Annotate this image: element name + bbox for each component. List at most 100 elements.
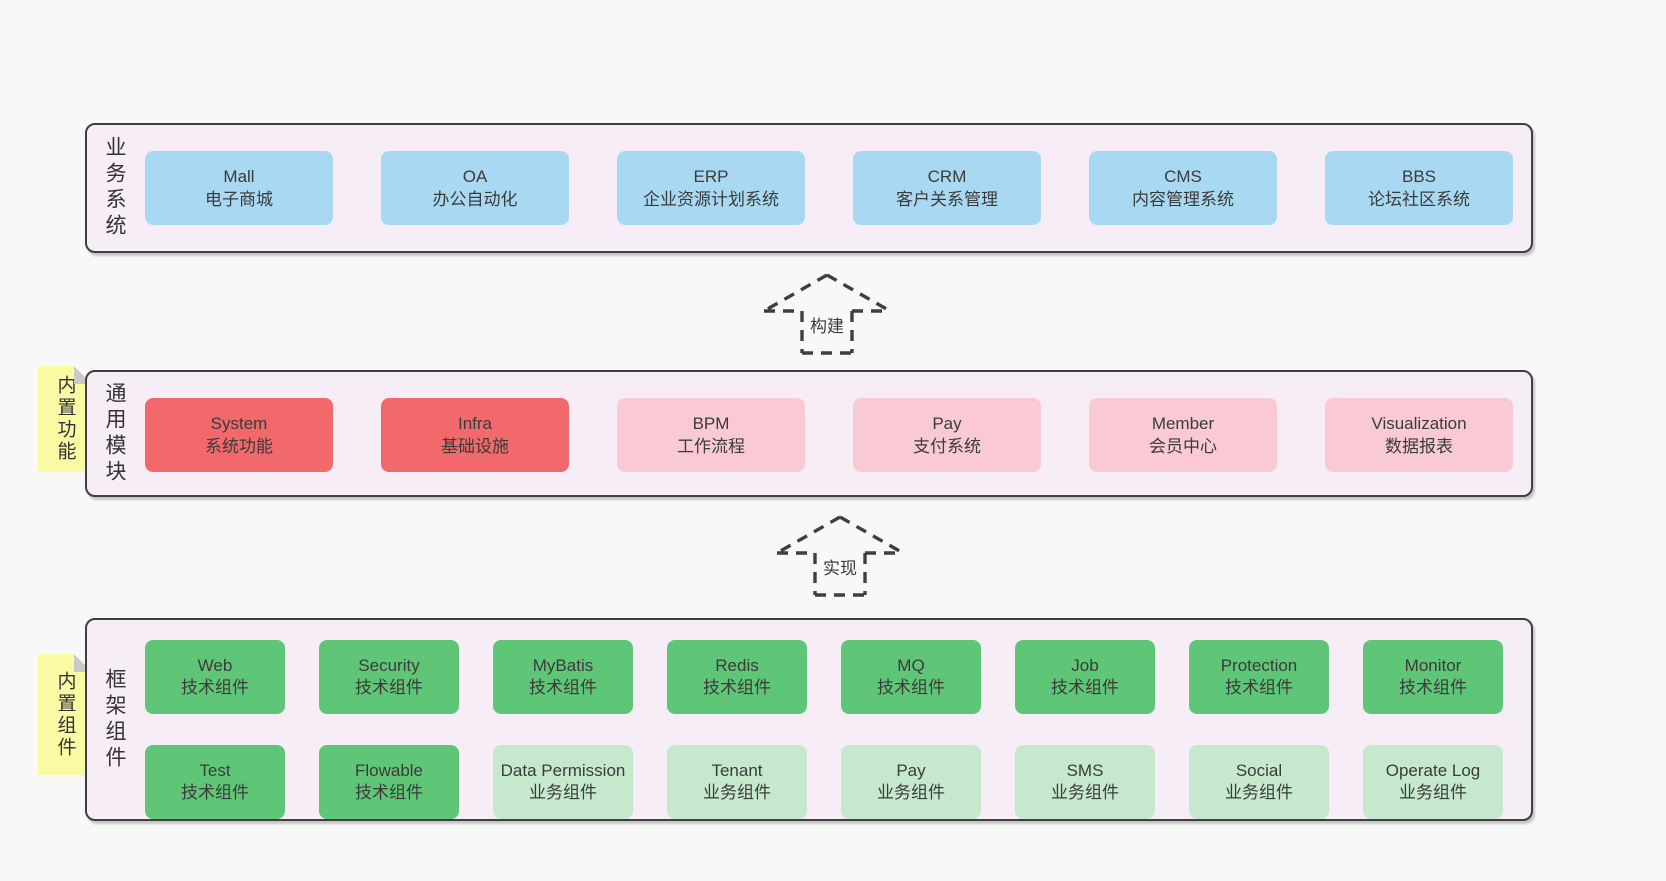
note-label: 内置组件 (54, 670, 76, 759)
box-title: CRM (927, 167, 967, 186)
box-member: Member 会员中心 (1089, 398, 1277, 472)
box-system: System 系统功能 (145, 398, 333, 472)
box-subtitle: 企业资源计划系统 (643, 190, 779, 209)
sticky-note-built-in-features: 内置功能 (38, 366, 92, 472)
box-title: Social (1235, 761, 1283, 780)
box-title: SMS (1066, 761, 1104, 780)
section-common-modules: 通用模块 System 系统功能 Infra 基础设施 BPM 工作流程 Pay 支付系统 Me… (85, 370, 1533, 497)
section-business-systems: 业务系统 Mall 电子商城 OA 办公自动化 ERP 企业资源计划系统 CRM 客户关系管理… (85, 123, 1533, 253)
box-title: Member (1151, 414, 1215, 433)
box-protection: Protection 技术组件 (1189, 640, 1329, 714)
box-oa: OA 办公自动化 (381, 151, 569, 225)
box-cms: CMS 内容管理系统 (1089, 151, 1277, 225)
arrow-label: 实现 (823, 559, 857, 578)
box-subtitle: 系统功能 (205, 437, 273, 456)
box-title: Operate Log (1385, 761, 1481, 780)
box-mybatis: MyBatis 技术组件 (493, 640, 633, 714)
box-subtitle: 支付系统 (913, 437, 981, 456)
box-subtitle: 会员中心 (1149, 437, 1217, 456)
box-subtitle: 技术组件 (355, 678, 423, 697)
box-title: Job (1071, 656, 1099, 675)
box-mq: MQ 技术组件 (841, 640, 981, 714)
box-subtitle: 工作流程 (677, 437, 745, 456)
box-title: Web (197, 656, 233, 675)
box-test: Test 技术组件 (145, 745, 285, 819)
box-subtitle: 业务组件 (1051, 783, 1119, 802)
box-subtitle: 技术组件 (181, 678, 249, 697)
box-subtitle: 技术组件 (1399, 678, 1467, 697)
box-title: Infra (457, 414, 493, 433)
box-operate-log: Operate Log 业务组件 (1363, 745, 1503, 819)
box-subtitle: 技术组件 (1051, 678, 1119, 697)
box-social: Social 业务组件 (1189, 745, 1329, 819)
box-subtitle: 内容管理系统 (1132, 190, 1234, 209)
sticky-note-built-in-components: 内置组件 (38, 654, 92, 775)
box-subtitle: 业务组件 (1225, 783, 1293, 802)
box-mall: Mall 电子商城 (145, 151, 333, 225)
box-web: Web 技术组件 (145, 640, 285, 714)
box-title: ERP (693, 167, 729, 186)
box-subtitle: 业务组件 (703, 783, 771, 802)
box-crm: CRM 客户关系管理 (853, 151, 1041, 225)
box-title: MQ (897, 656, 925, 675)
box-title: Monitor (1404, 656, 1462, 675)
dashed-up-arrow-icon (763, 273, 891, 355)
box-row: Mall 电子商城 OA 办公自动化 ERP 企业资源计划系统 CRM 客户关系管理 CMS 内容… (145, 151, 1513, 225)
box-title: Test (199, 761, 231, 780)
box-title: OA (462, 167, 488, 186)
box-title: Protection (1220, 656, 1298, 675)
box-visualization: Visualization 数据报表 (1325, 398, 1513, 472)
box-title: BPM (692, 414, 730, 433)
box-title: MyBatis (532, 656, 594, 675)
section-label: 业务系统 (103, 136, 126, 240)
box-title: Mall (223, 167, 255, 186)
note-label: 内置功能 (54, 375, 76, 463)
box-title: Pay (896, 761, 926, 780)
box-title: System (210, 414, 268, 433)
box-monitor: Monitor 技术组件 (1363, 640, 1503, 714)
box-subtitle: 办公自动化 (432, 190, 518, 209)
box-subtitle: 技术组件 (703, 678, 771, 697)
section-label: 框架组件 (103, 667, 126, 772)
box-subtitle: 基础设施 (441, 437, 509, 456)
box-subtitle: 技术组件 (355, 783, 423, 802)
dashed-up-arrow-build: 构建 (757, 272, 897, 356)
box-job: Job 技术组件 (1015, 640, 1155, 714)
box-title: Pay (932, 414, 962, 433)
box-subtitle: 技术组件 (529, 678, 597, 697)
box-tenant: Tenant 业务组件 (667, 745, 807, 819)
section-label: 通用模块 (103, 381, 126, 486)
box-subtitle: 业务组件 (877, 783, 945, 802)
box-subtitle: 电子商城 (205, 190, 273, 209)
box-subtitle: 技术组件 (1225, 678, 1293, 697)
box-title: CMS (1164, 167, 1202, 186)
box-subtitle: 技术组件 (877, 678, 945, 697)
box-pay: Pay 支付系统 (853, 398, 1041, 472)
dashed-up-arrow-implement: 实现 (770, 514, 910, 598)
box-title: Visualization (1371, 414, 1467, 433)
box-subtitle: 业务组件 (1399, 783, 1467, 802)
dashed-up-arrow-icon (776, 515, 904, 597)
box-sms: SMS 业务组件 (1015, 745, 1155, 819)
box-pay: Pay 业务组件 (841, 745, 981, 819)
box-subtitle: 客户关系管理 (896, 190, 998, 209)
box-row: System 系统功能 Infra 基础设施 BPM 工作流程 Pay 支付系统 Member 会… (145, 398, 1513, 472)
box-bpm: BPM 工作流程 (617, 398, 805, 472)
box-title: Tenant (711, 761, 763, 780)
box-title: Data Permission (500, 761, 626, 780)
box-title: Redis (715, 656, 759, 675)
arrow-label: 构建 (810, 317, 844, 336)
box-subtitle: 业务组件 (529, 783, 597, 802)
box-subtitle: 数据报表 (1385, 437, 1453, 456)
box-erp: ERP 企业资源计划系统 (617, 151, 805, 225)
box-subtitle: 技术组件 (181, 783, 249, 802)
box-title: Flowable (354, 761, 424, 780)
box-infra: Infra 基础设施 (381, 398, 569, 472)
box-redis: Redis 技术组件 (667, 640, 807, 714)
box-flowable: Flowable 技术组件 (319, 745, 459, 819)
